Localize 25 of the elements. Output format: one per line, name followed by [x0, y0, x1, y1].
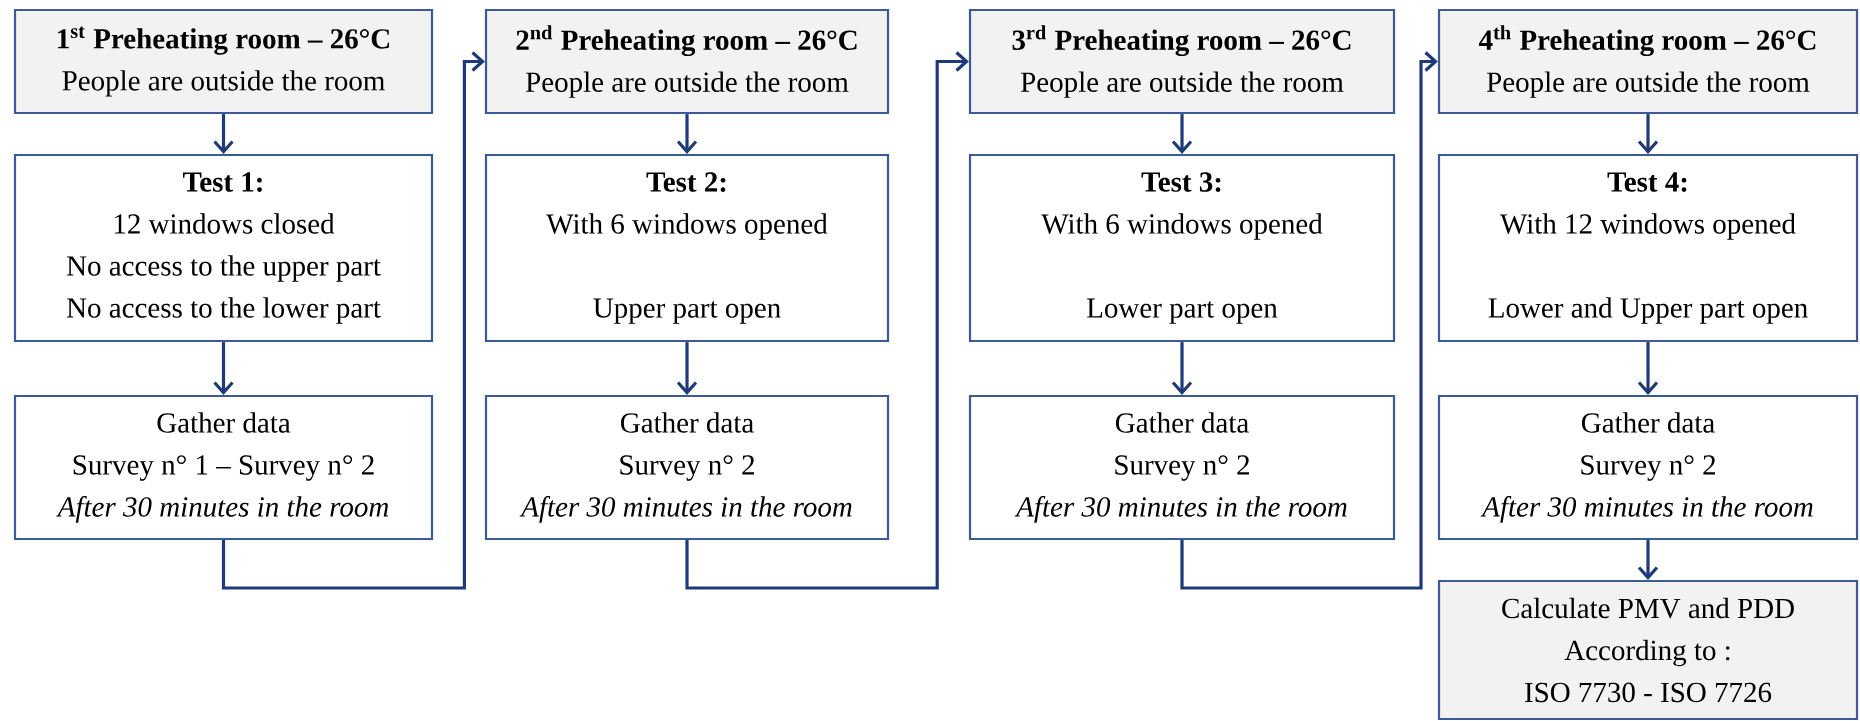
room-box: 1$^{st}$ Preheating room – 26°C People are outside the room [13, 8, 434, 115]
data-box: Gather data Survey n° 1 – Survey n° 2 After 30 minutes in the room [13, 394, 434, 541]
data-box: Gather data Survey n° 2 After 30 minutes in the room [1437, 394, 1859, 541]
test-box: Test 2: With 6 windows opened Upper part open [484, 153, 890, 343]
arrow [685, 51, 969, 590]
arrow [676, 114, 698, 154]
arrow [1637, 540, 1659, 580]
data-box: Gather data Survey n° 2 After 30 minutes in the room [968, 394, 1396, 541]
arrow [1171, 342, 1193, 395]
test-box: Test 1: 12 windows closed No access to the upper part No access to the lower part [13, 153, 434, 343]
room-box: 4$^{th}$ Preheating room – 26°C People are outside the room [1437, 8, 1859, 115]
arrow [1637, 342, 1659, 395]
result-box: Calculate PMV and PDD According to : ISO 7730 - ISO 7726 [1437, 579, 1859, 721]
room-box: 3$^{rd}$ Preheating room – 26°C People are outside the room [968, 8, 1396, 115]
arrow [1180, 51, 1438, 590]
data-box: Gather data Survey n° 2 After 30 minutes in the room [484, 394, 890, 541]
arrow [1637, 114, 1659, 154]
arrow [221, 51, 485, 590]
arrow [213, 342, 234, 395]
arrow [1171, 114, 1193, 154]
arrow [213, 114, 234, 154]
room-box: 2$^{nd}$ Preheating room – 26°C People are outside the room [484, 8, 890, 115]
test-box: Test 3: With 6 windows opened Lower part open [968, 153, 1396, 343]
arrow [676, 342, 698, 395]
test-box: Test 4: With 12 windows opened Lower and Upper part open [1437, 153, 1859, 343]
